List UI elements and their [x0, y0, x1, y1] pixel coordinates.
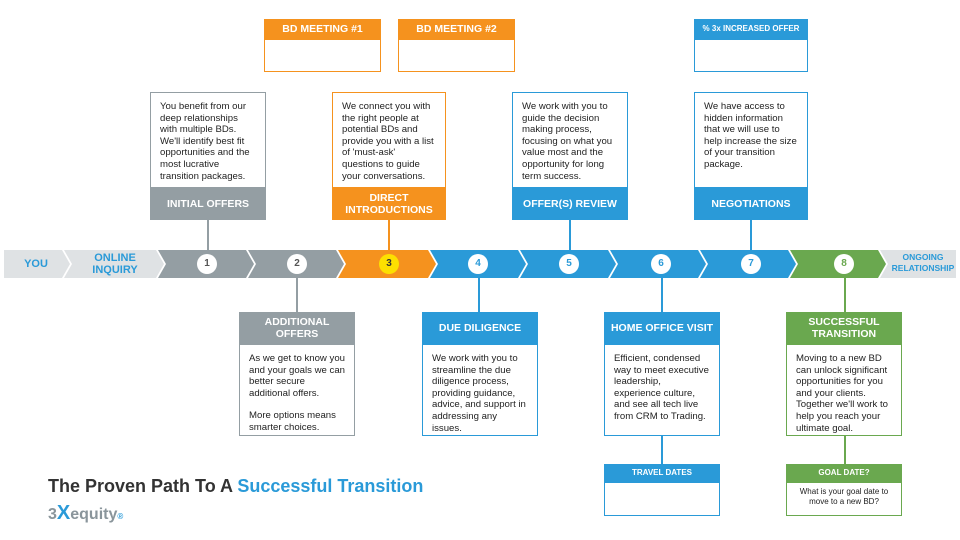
logo-word: equity: [70, 506, 118, 523]
connector-step-2: [296, 278, 298, 312]
brand-logo: 3Xequity®: [48, 502, 123, 525]
direct-introductions-header: DIRECT INTRODUCTIONS: [332, 188, 446, 220]
timeline: YOU ONLINE INQUIRY 1 2 3 4 5 6 7 8 ONGOI…: [0, 246, 960, 282]
step-5-circle[interactable]: 5: [559, 254, 579, 274]
you-label: YOU: [24, 258, 48, 270]
bd-meeting-2-box[interactable]: [398, 39, 515, 72]
offers-review-header: OFFER(S) REVIEW: [512, 188, 628, 220]
additional-offers-text-2: More options means smarter choices.: [249, 410, 336, 433]
successful-transition-text: Moving to a new BD can unlock significan…: [796, 353, 888, 434]
connector-step-7: [750, 220, 752, 250]
home-office-visit-text: Efficient, condensed way to meet executi…: [614, 353, 709, 422]
connector-travel-dates: [661, 436, 663, 464]
successful-transition-header: SUCCESSFUL TRANSITION: [786, 312, 902, 344]
step-8-circle[interactable]: 8: [834, 254, 854, 274]
step-1-circle[interactable]: 1: [197, 254, 217, 274]
connector-step-6: [661, 278, 663, 312]
direct-introductions-card: We connect you with the right people at …: [332, 92, 446, 188]
step-7-circle[interactable]: 7: [741, 254, 761, 274]
connector-step-4: [478, 278, 480, 312]
negotiations-text: We have access to hidden information tha…: [704, 101, 797, 170]
increased-offer-box[interactable]: [694, 39, 808, 72]
logo-x: X: [56, 502, 71, 524]
arrow-you: [4, 250, 70, 278]
bd-meeting-1-box[interactable]: [264, 39, 381, 72]
page-title: The Proven Path To A Successful Transiti…: [48, 476, 423, 497]
goal-date-box[interactable]: What is your goal date to move to a new …: [786, 482, 902, 516]
page-title-start: The Proven Path To A: [48, 476, 238, 496]
successful-transition-card: Moving to a new BD can unlock significan…: [786, 344, 902, 436]
home-office-visit-card: Efficient, condensed way to meet executi…: [604, 344, 720, 436]
step-2-circle[interactable]: 2: [287, 254, 307, 274]
ongoing-relationship-label: ONGOING RELATIONSHIP: [891, 252, 955, 273]
travel-dates-box[interactable]: [604, 482, 720, 516]
bd-meeting-1-header: BD MEETING #1: [264, 19, 381, 39]
offers-review-card: We work with you to guide the decision m…: [512, 92, 628, 188]
additional-offers-header: ADDITIONAL OFFERS: [239, 312, 355, 344]
connector-goal-date: [844, 436, 846, 464]
travel-dates-header: TRAVEL DATES: [604, 464, 720, 482]
initial-offers-text: You benefit from our deep relationships …: [160, 101, 250, 182]
direct-introductions-text: We connect you with the right people at …: [342, 101, 434, 182]
additional-offers-card: As we get to know you and your goals we …: [239, 344, 355, 436]
offers-review-text: We work with you to guide the decision m…: [522, 101, 613, 182]
negotiations-card: We have access to hidden information tha…: [694, 92, 808, 188]
negotiations-header: NEGOTIATIONS: [694, 188, 808, 220]
page-title-accent: Successful Transition: [237, 476, 424, 496]
logo-three: 3: [48, 506, 57, 523]
step-6-circle[interactable]: 6: [651, 254, 671, 274]
bd-meeting-2-header: BD MEETING #2: [398, 19, 515, 39]
due-diligence-header: DUE DILIGENCE: [422, 312, 538, 344]
connector-step-1: [207, 220, 209, 250]
online-inquiry-label: ONLINE INQUIRY: [92, 252, 138, 276]
goal-date-header: GOAL DATE?: [786, 464, 902, 482]
increased-offer-header: % 3x INCREASED OFFER: [694, 19, 808, 39]
step-4-circle[interactable]: 4: [468, 254, 488, 274]
step-3-circle[interactable]: 3: [379, 254, 399, 274]
logo-mark: ®: [117, 512, 124, 521]
home-office-visit-header: HOME OFFICE VISIT: [604, 312, 720, 344]
initial-offers-header: INITIAL OFFERS: [150, 188, 266, 220]
additional-offers-text-1: As we get to know you and your goals we …: [249, 353, 345, 399]
goal-date-text: What is your goal date to move to a new …: [799, 487, 889, 506]
connector-step-5: [569, 220, 571, 250]
due-diligence-text: We work with you to streamline the due d…: [432, 353, 526, 434]
arrow-online-inquiry: [64, 250, 164, 278]
initial-offers-card: You benefit from our deep relationships …: [150, 92, 266, 188]
connector-step-8: [844, 278, 846, 312]
connector-step-3: [388, 220, 390, 250]
due-diligence-card: We work with you to streamline the due d…: [422, 344, 538, 436]
arrow-ongoing: [880, 250, 956, 278]
